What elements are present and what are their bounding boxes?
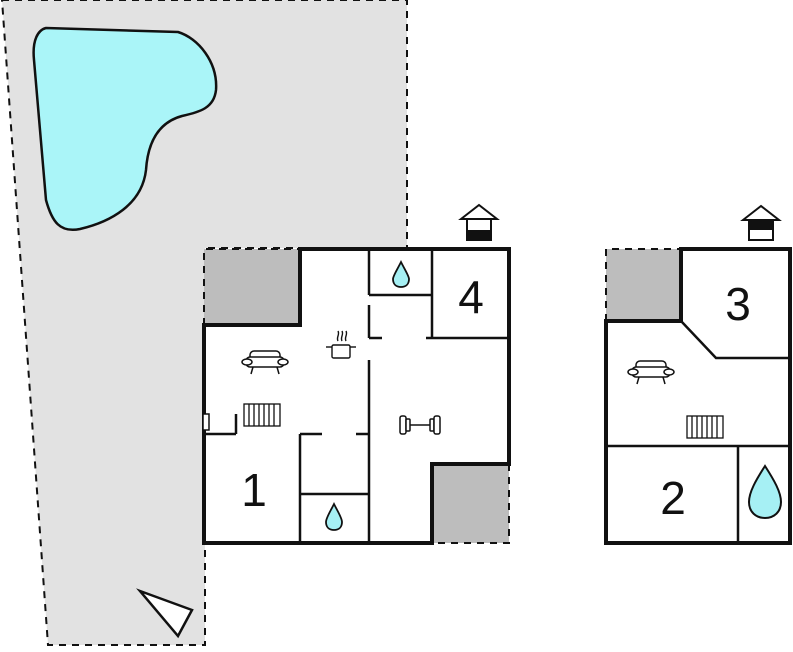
water-drop-icon [392, 259, 410, 288]
water-drop-icon [325, 501, 343, 531]
wall-niche [202, 413, 210, 431]
terrace-dashed-edge [432, 464, 510, 544]
dumbbell-icon [399, 415, 441, 435]
interior-walls [606, 320, 790, 543]
room-number-2: 2 [660, 472, 686, 524]
sofa-icon [241, 350, 289, 375]
sofa-icon [627, 360, 675, 385]
north-arrow-icon [136, 588, 194, 639]
room-number-4: 4 [458, 271, 484, 323]
floor-level-icon [458, 203, 500, 241]
terrace-dashed-edge [605, 248, 681, 321]
interior-walls [204, 249, 509, 543]
room-number-3: 3 [725, 278, 751, 330]
terrace-top-left [606, 249, 681, 321]
cooking-pot-icon [326, 330, 356, 359]
room-number-1: 1 [241, 464, 267, 516]
terrace-bottom-right [432, 464, 509, 543]
terrace-top-left [204, 249, 300, 325]
radiator-icon [686, 415, 724, 439]
water-drop-icon [747, 464, 783, 520]
radiator-icon [243, 403, 281, 427]
floor-level-icon [740, 204, 782, 241]
pool-icon [32, 26, 218, 232]
